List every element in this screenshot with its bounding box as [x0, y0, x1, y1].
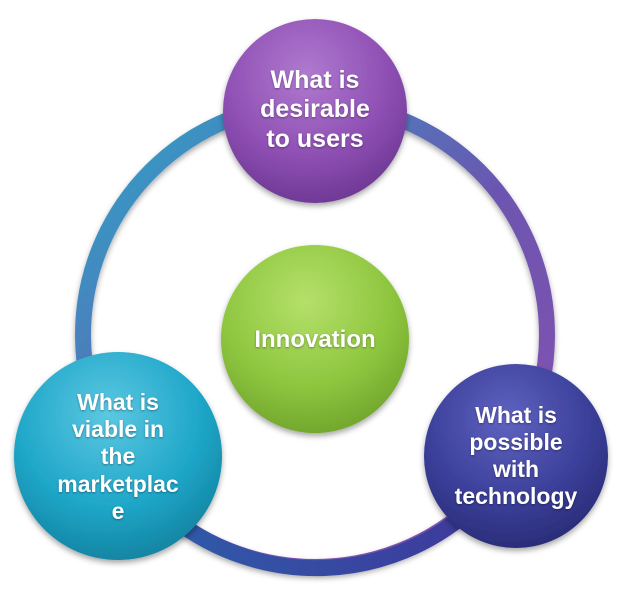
- right-line-1: What is: [475, 401, 557, 428]
- left-line-1: What is: [77, 389, 159, 416]
- top-node-label: What is desirable to users: [225, 50, 405, 170]
- right-line-2: possible: [469, 428, 563, 455]
- right-line-3: with: [493, 456, 539, 482]
- top-circle: [223, 19, 407, 203]
- left-line-5: e: [111, 497, 125, 524]
- left-line-4: marketplac: [57, 470, 179, 497]
- top-line-3: to users: [266, 124, 364, 153]
- center-label: Innovation: [254, 325, 376, 353]
- right-node-label: What is possible with technology: [430, 390, 602, 522]
- top-line-2: desirable: [260, 95, 370, 124]
- left-line-3: the: [100, 443, 136, 470]
- left-node-label: What is viable in the marketplac e: [30, 384, 206, 530]
- top-line-1: What is: [270, 65, 360, 94]
- center-circle: [221, 245, 409, 433]
- left-circle: [14, 352, 222, 560]
- right-line-4: technology: [454, 483, 578, 510]
- right-circle: [424, 364, 608, 548]
- center-node-label: Innovation: [225, 310, 405, 370]
- left-line-2: viable in: [71, 416, 165, 443]
